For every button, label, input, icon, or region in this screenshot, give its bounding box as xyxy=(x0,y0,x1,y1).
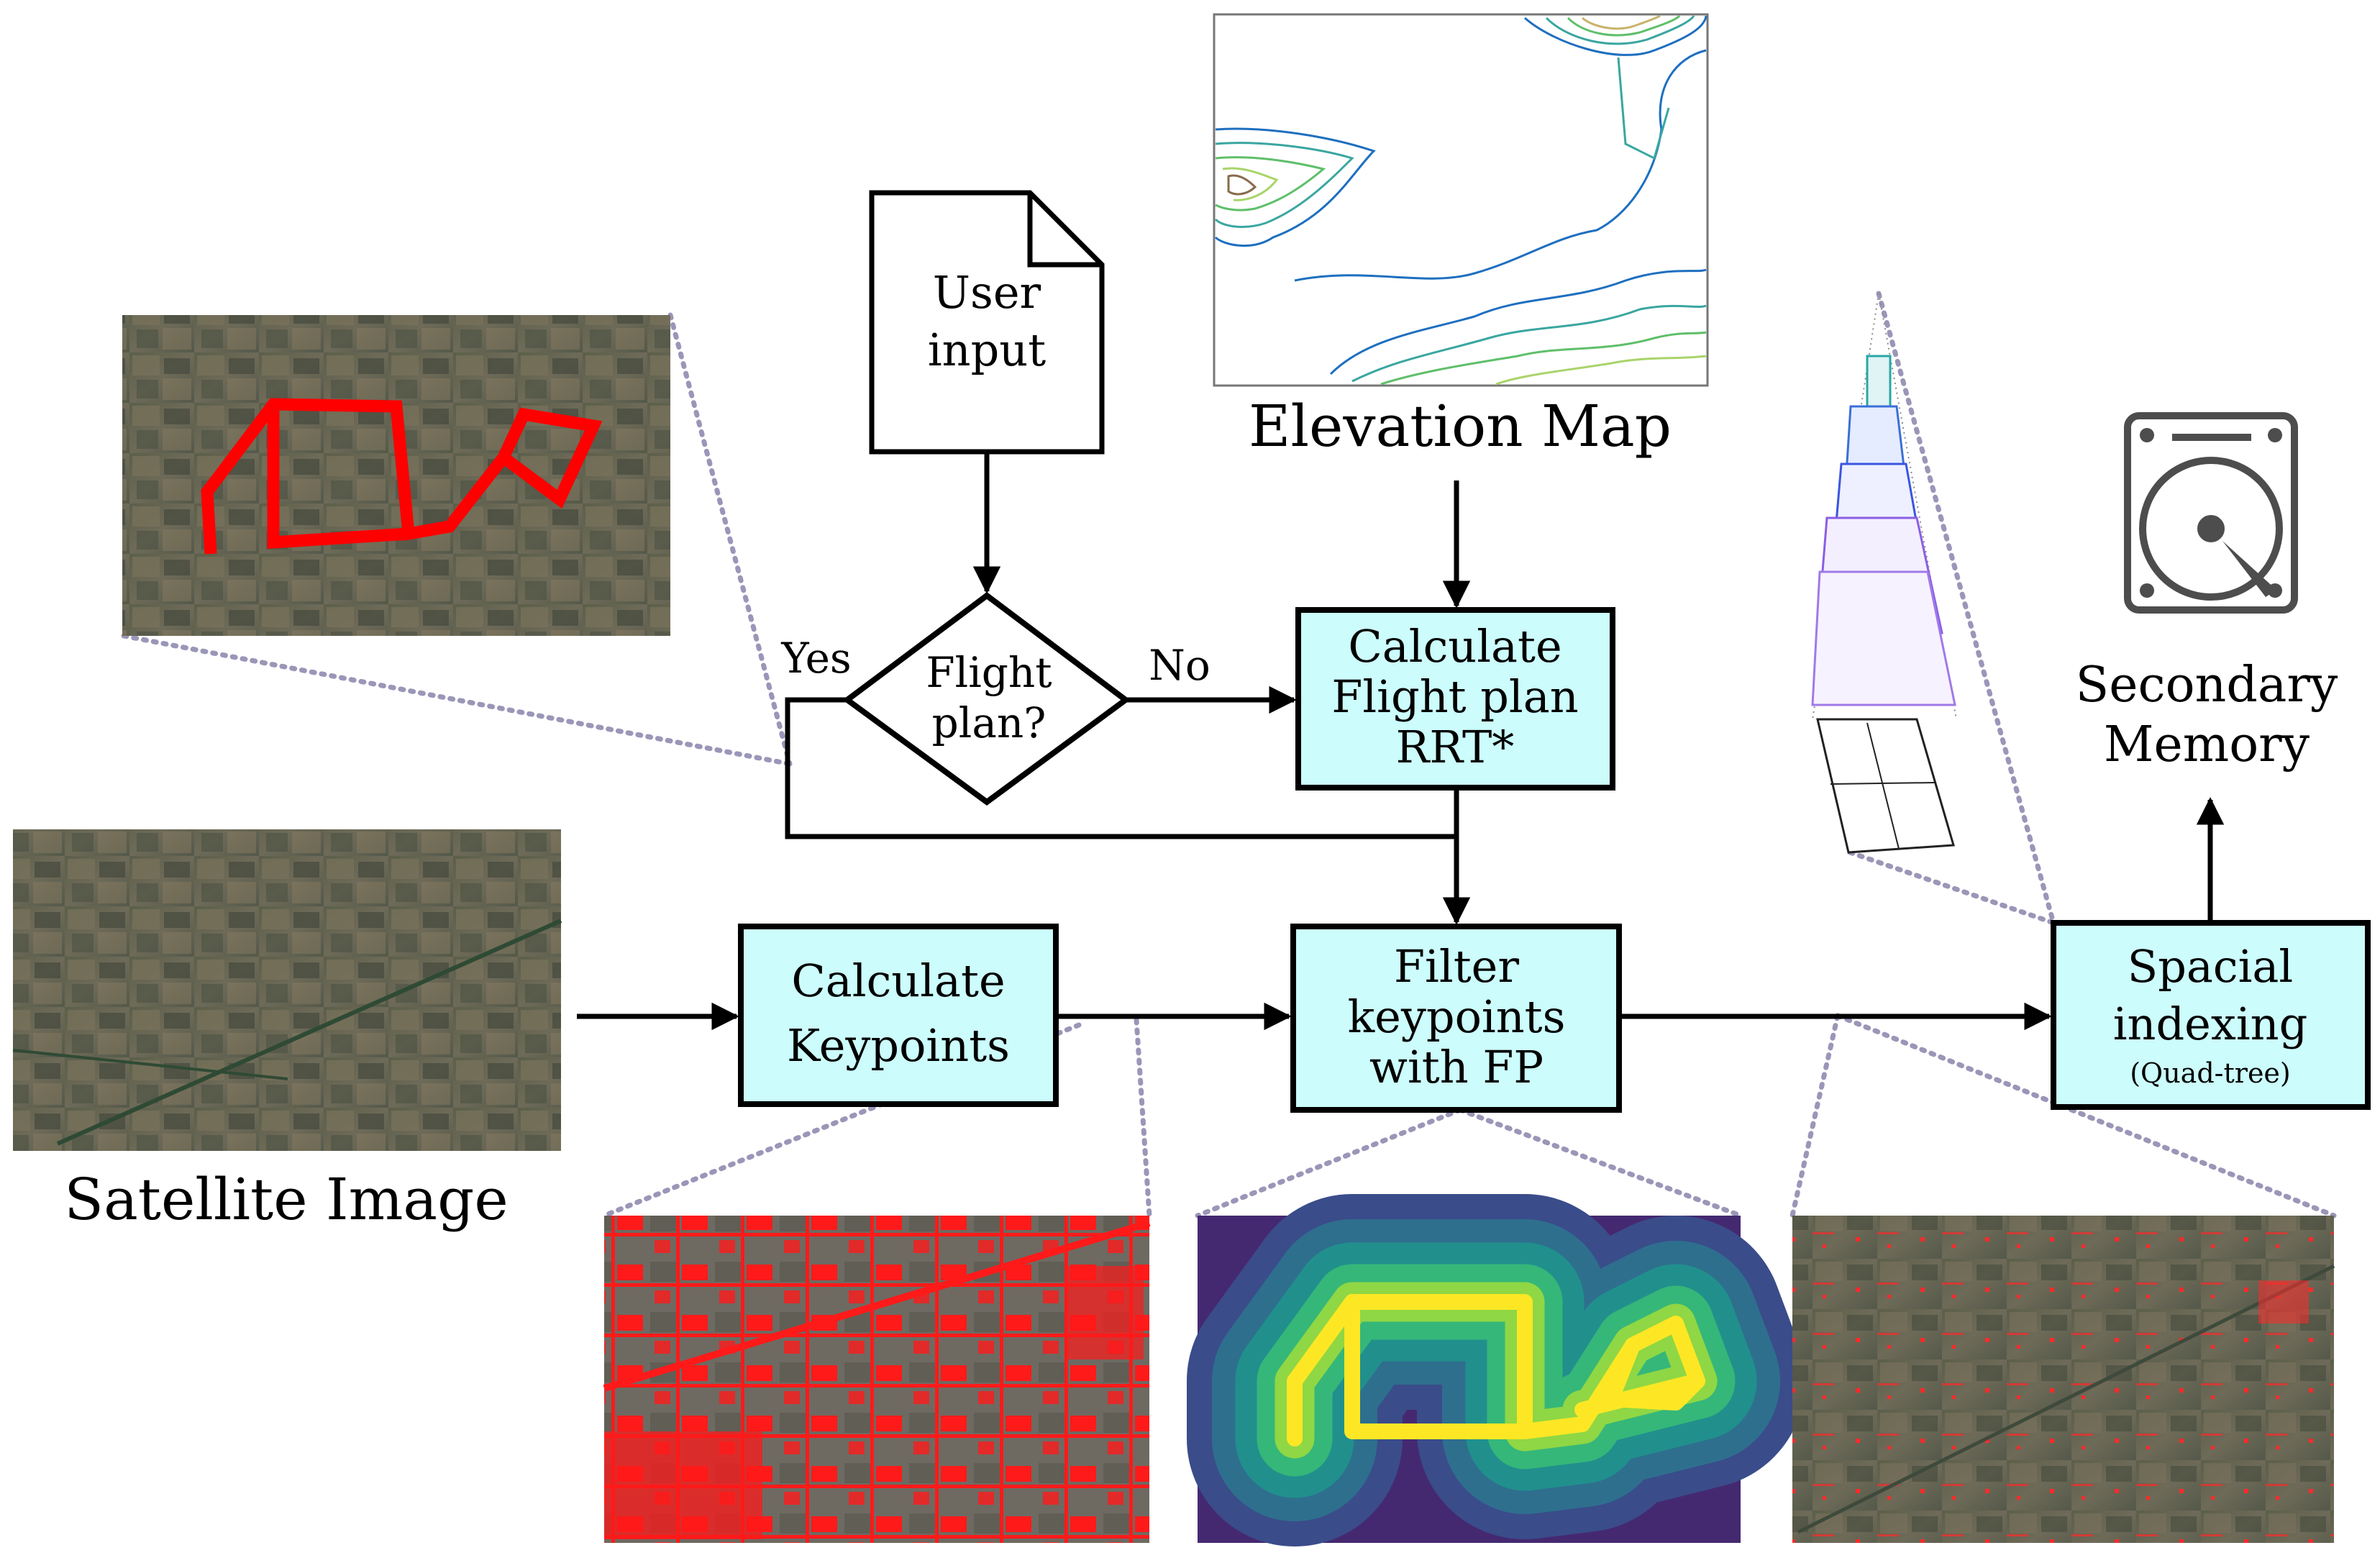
satellite-image-caption: Satellite Image xyxy=(64,1166,508,1233)
calc-fp-line-3: RRT* xyxy=(1396,721,1515,773)
flight-path-thumbnail xyxy=(122,315,670,636)
decision-line-2: plan? xyxy=(932,698,1047,747)
flight-path xyxy=(201,398,603,555)
spacial-line-1: Spacial xyxy=(2128,940,2293,993)
elevation-map xyxy=(1213,13,1709,387)
yes-label: Yes xyxy=(780,634,851,683)
spacial-line-2: indexing xyxy=(2113,998,2308,1050)
quadtree-pyramid-icon xyxy=(1811,293,1957,854)
filtered-keypoints-image xyxy=(1792,1216,2335,1543)
filter-line-1: Filter xyxy=(1394,940,1519,993)
document-icon xyxy=(869,190,1105,455)
calc-flight-plan-box: Calculate Flight plan RRT* xyxy=(1295,607,1615,791)
no-label: No xyxy=(1149,641,1210,690)
flight-plan-decision: Flight plan? xyxy=(842,592,1131,806)
filter-line-3: with FP xyxy=(1369,1041,1544,1093)
filter-keypoints-box: Filter keypoints with FP xyxy=(1290,924,1622,1113)
spacial-note: (Quad-tree) xyxy=(2130,1057,2291,1089)
user-input-document: User input xyxy=(869,190,1105,455)
calc-fp-line-2: Flight plan xyxy=(1331,670,1578,723)
user-input-line-1: User xyxy=(933,266,1041,319)
flight-plan-heatmap xyxy=(1187,1194,1805,1546)
calc-fp-line-1: Calculate xyxy=(1348,620,1561,673)
spacial-indexing-box: Spacial indexing (Quad-tree) xyxy=(2051,920,2371,1110)
keypoints-image xyxy=(603,1216,1151,1543)
calc-kp-line-1: Calculate xyxy=(791,955,1005,1007)
secondary-memory-line-2: Memory xyxy=(2104,716,2310,773)
secondary-memory-line-1: Secondary xyxy=(2076,657,2338,714)
zoom-links xyxy=(121,291,2337,1218)
user-input-line-2: input xyxy=(928,324,1046,376)
calc-kp-line-2: Keypoints xyxy=(787,1019,1010,1072)
filter-line-2: keypoints xyxy=(1348,990,1566,1043)
elevation-map-caption: Elevation Map xyxy=(1249,393,1672,460)
hard-drive-icon xyxy=(2124,412,2298,614)
calc-keypoints-box: Calculate Keypoints xyxy=(738,924,1059,1107)
yes-route xyxy=(785,697,1456,839)
decision-line-1: Flight xyxy=(926,648,1052,697)
connectors xyxy=(577,452,2225,1031)
satellite-image xyxy=(12,829,562,1151)
